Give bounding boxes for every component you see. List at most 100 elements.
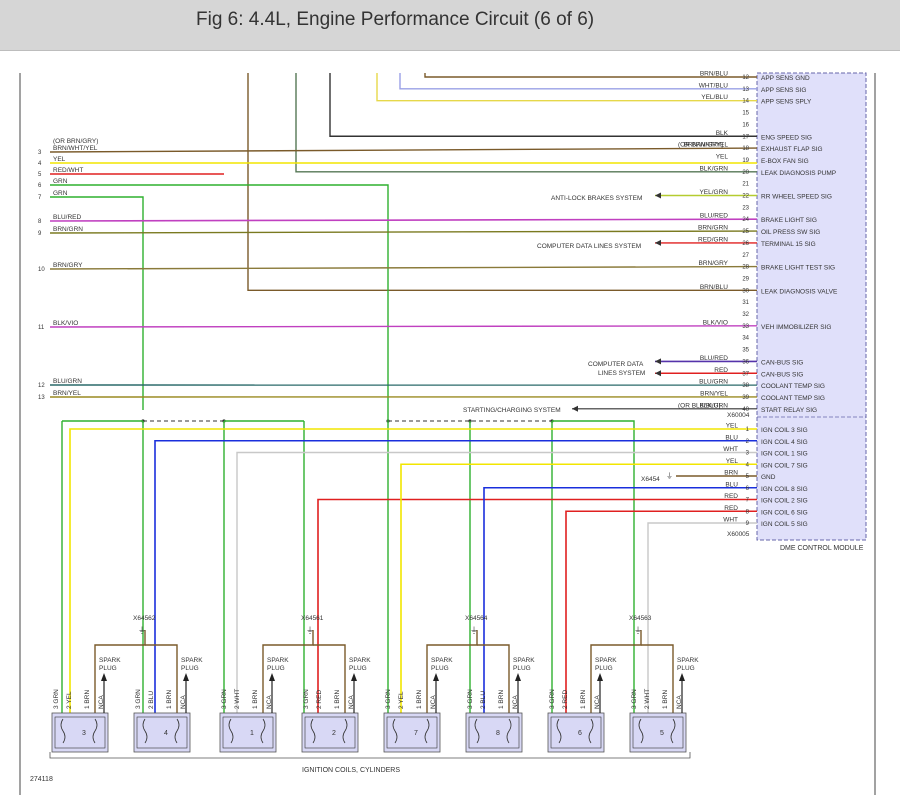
- pin-label: LEAK DIAGNOSIS PUMP: [761, 170, 836, 177]
- spark-plug-label-b: PLUG: [595, 665, 613, 672]
- coil-pin-label: 3 GRN: [549, 689, 556, 709]
- spark-plug-label-b: PLUG: [181, 665, 199, 672]
- pin-number: 8: [746, 509, 750, 515]
- anti-lock-brakes-system: ANTI-LOCK BRAKES SYSTEM: [551, 195, 642, 202]
- wire-brn-gry-pin28: [50, 267, 757, 269]
- coil-pin-label: 1 BRN: [252, 690, 259, 709]
- pin-number: 3: [746, 451, 750, 457]
- left-wire-color: BRN/GRN: [53, 226, 83, 233]
- pin-label: IGN COIL 2 SIG: [761, 498, 808, 505]
- dme-control-module: [757, 73, 866, 540]
- spark-plug-arrow-icon: [351, 673, 357, 681]
- pin-number: 36: [742, 359, 749, 365]
- pin-label: IGN COIL 4 SIG: [761, 439, 808, 446]
- pin-wire-color: YEL/BLU: [701, 94, 728, 101]
- pin-label: VEH IMMOBILIZER SIG: [761, 324, 831, 331]
- spark-plug-label-a: SPARK: [513, 657, 535, 664]
- left-wire-number: 11: [38, 325, 45, 331]
- pin-wire-alt-color: (OR BRN/GRY): [678, 142, 723, 149]
- pin-wire-color: RED: [714, 367, 728, 374]
- left-wire-color: GRN: [53, 190, 68, 197]
- pin-label: OIL PRESS SW SIG: [761, 229, 820, 236]
- pin-wire-color: BRN/BLU: [700, 284, 728, 291]
- wire-blk-vio-pin33: [50, 326, 757, 327]
- computer-data-label-a: COMPUTER DATA: [588, 361, 644, 368]
- left-wire-number: 4: [38, 161, 42, 167]
- pin-label: RR WHEEL SPEED SIG: [761, 194, 832, 201]
- ignition-coil: [548, 713, 604, 752]
- ignition-coil: [220, 713, 276, 752]
- ground-icon: ⏚: [666, 472, 673, 480]
- arrow-icon: [655, 193, 661, 199]
- ignition-coil: [52, 713, 108, 752]
- pin-number: 4: [746, 462, 750, 468]
- pin-number: 5: [746, 474, 750, 480]
- pin-wire-color: BLU: [725, 481, 738, 488]
- pin-number: 27: [742, 253, 749, 259]
- coil-ground-id: X64564: [465, 615, 488, 622]
- left-wire-color: BLK/VIO: [53, 320, 78, 327]
- pin-number: 22: [742, 194, 749, 200]
- wires: ⏚⏚X64562⏚X64561⏚X64564⏚X64563: [50, 73, 757, 713]
- wire-red-ign-coil2: [318, 500, 757, 714]
- wire-brn-blu-pin30: [248, 73, 757, 290]
- starting-charging-system: STARTING/CHARGING SYSTEM: [463, 407, 561, 414]
- spark-plug-arrow-icon: [269, 673, 275, 681]
- coil-number: 2: [332, 730, 336, 737]
- ignition-coil: [466, 713, 522, 752]
- spark-plug-label-b: PLUG: [677, 665, 695, 672]
- pin-number: 19: [742, 158, 749, 164]
- pin-number: 35: [742, 348, 749, 354]
- pin-label: IGN COIL 1 SIG: [761, 451, 808, 458]
- coil-ground-id: X64561: [301, 615, 324, 622]
- wiring-diagram-svg: DME CONTROL MODULE X60004 X60005 ⏚⏚X6456…: [0, 50, 900, 805]
- pin-number: 30: [742, 288, 749, 294]
- left-wire-color: BRN/WHT/YEL: [53, 145, 98, 152]
- spark-plug-label-b: PLUG: [431, 665, 449, 672]
- pin-number: 24: [742, 217, 749, 223]
- spark-plug-label-a: SPARK: [181, 657, 203, 664]
- coils-bracket: [50, 752, 690, 758]
- arrow-icon: [655, 240, 661, 246]
- pin-wire-color: YEL: [726, 423, 739, 430]
- pin-label: TERMINAL 15 SIG: [761, 241, 816, 248]
- pin-wire-color: BLU/GRN: [699, 379, 728, 386]
- coil-number: 1: [250, 730, 254, 737]
- pin-label: APP SENS SPLY: [761, 99, 812, 106]
- spark-plug-label-a: SPARK: [595, 657, 617, 664]
- pin-wire-color: BRN/YEL: [700, 390, 728, 397]
- pin-number: 25: [742, 229, 749, 235]
- coil-pin-label: 2 BLU: [480, 691, 487, 709]
- pin-wire-color: BLK/GRN: [699, 165, 728, 172]
- left-wire-number: 9: [38, 231, 42, 237]
- pin-label: START RELAY SIG: [761, 407, 817, 414]
- pin-wire-color: BLU/RED: [700, 355, 728, 362]
- pin-label: ENG SPEED SIG: [761, 134, 812, 141]
- ground-icon: ⏚: [634, 626, 642, 635]
- coil-pin-label: 1 BRN: [334, 690, 341, 709]
- spark-plug-label-a: SPARK: [99, 657, 121, 664]
- pin-number: 7: [746, 498, 750, 504]
- pin-wire-color: RED: [724, 493, 738, 500]
- pin-number: 14: [742, 99, 749, 105]
- spark-plug-arrow-icon: [183, 673, 189, 681]
- pin-label: CAN-BUS SIG: [761, 371, 803, 378]
- spark-plug-arrow-icon: [679, 673, 685, 681]
- left-wire-color: BRN/YEL: [53, 390, 81, 397]
- coil-number: 3: [82, 730, 86, 737]
- pin-number: 13: [742, 87, 749, 93]
- pin-wire-color: BRN/GRY: [699, 260, 729, 267]
- ignition-coil: [302, 713, 358, 752]
- arrow-icon: [655, 358, 661, 364]
- pin-label: COOLANT TEMP SIG: [761, 395, 825, 402]
- pin-label: IGN COIL 5 SIG: [761, 521, 808, 528]
- wire-red-ign-coil6: [566, 511, 757, 713]
- coil-pin-label: 3 GRN: [135, 689, 142, 709]
- pin-label: BRAKE LIGHT TEST SIG: [761, 265, 835, 272]
- pin-wire-color: BLK: [716, 130, 729, 137]
- pin-wire-color: RED: [724, 505, 738, 512]
- wire-yel-ign-coil7: [401, 464, 757, 713]
- left-wire-number: 5: [38, 172, 42, 178]
- coil-pin-label: 1 BRN: [580, 690, 587, 709]
